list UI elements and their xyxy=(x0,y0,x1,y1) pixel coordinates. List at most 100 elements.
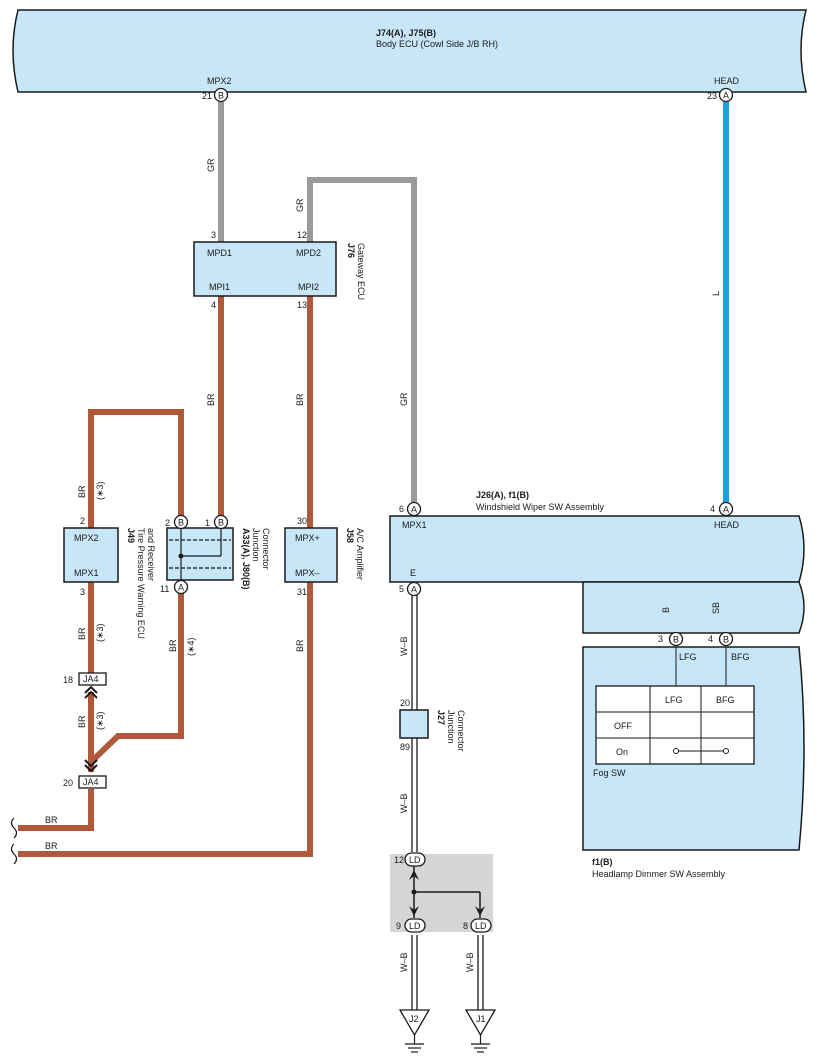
ja4-connector-top: JA4 xyxy=(78,672,107,686)
svg-text:A: A xyxy=(723,91,729,101)
dimmer-lbl-bfg: BFG xyxy=(731,652,750,662)
splice-num-9: 9 xyxy=(396,921,401,931)
ground-j1 xyxy=(464,1009,497,1053)
gateway-num-4: 4 xyxy=(211,300,216,310)
gateway-name: Gateway ECU xyxy=(356,243,366,300)
wire-note-3a: (∗3) xyxy=(95,481,105,500)
splice-arrow-down-2 xyxy=(475,906,485,916)
ja4-bottom-chevron-icon xyxy=(84,759,98,773)
tpms-num-2: 2 xyxy=(80,516,85,526)
wiper-pin-e: E xyxy=(410,568,416,578)
j27-num-20: 20 xyxy=(400,698,410,708)
wire-wb-group xyxy=(411,595,484,1010)
ac-num-31: 31 xyxy=(297,587,307,597)
wire-label-br-jc: BR xyxy=(168,639,178,652)
fog-sw-table xyxy=(595,685,755,765)
splice-arrow-up xyxy=(409,870,419,880)
gateway-num-13: 13 xyxy=(297,300,307,310)
dimmer-num-3: 3 xyxy=(658,634,663,644)
wire-br-out-1 xyxy=(18,789,94,831)
junction-a33-num-11: 11 xyxy=(160,584,169,594)
pin-circle-dimmer-3: B xyxy=(668,631,684,647)
j27-id: J27 xyxy=(436,710,446,725)
pin-circle-dimmer-4: B xyxy=(718,631,734,647)
body-ecu-num-21: 21 xyxy=(202,91,212,101)
svg-text:A: A xyxy=(411,505,417,515)
svg-text:B: B xyxy=(218,91,224,101)
wire-note-4: (∗4) xyxy=(186,637,196,656)
tpms-pin-mpx2: MPX2 xyxy=(74,533,99,543)
pin-circle-body-mpx2: B xyxy=(213,87,229,103)
wiper-sw-id: J26(A), f1(B) xyxy=(476,490,529,500)
dimmer-id: f1(B) xyxy=(592,857,613,867)
wire-note-3b: (∗3) xyxy=(95,623,105,642)
svg-text:JA4: JA4 xyxy=(83,777,99,787)
wire-label-br-out2: BR xyxy=(45,841,58,851)
junction-a33-name-1: Junction xyxy=(251,528,261,562)
wiper-pin-mpx1: MPX1 xyxy=(402,520,427,530)
gateway-pin-mpd1: MPD1 xyxy=(207,248,232,258)
splice-num-12: 12 xyxy=(394,855,404,865)
body-ecu-pin-mpx2: MPX2 xyxy=(207,76,232,86)
ac-pin-mpxp: MPX+ xyxy=(295,533,320,543)
fog-sw-row-on: On xyxy=(616,747,628,757)
svg-text:LD: LD xyxy=(409,855,421,865)
ja4-connector-bottom: JA4 xyxy=(78,775,107,789)
wire-label-br-tp-low: BR xyxy=(77,715,87,728)
ground-j2-label: J2 xyxy=(409,1014,419,1024)
tpms-name-1: Tire Pressure Warning ECU xyxy=(136,528,146,639)
pin-circle-wiper-mpx1: A xyxy=(406,501,422,517)
ld-connector-12: LD xyxy=(404,852,426,867)
ground-j1-label: J1 xyxy=(476,1014,486,1024)
wire-label-br-tp-mid: BR xyxy=(77,627,87,640)
j27-box xyxy=(399,709,429,739)
ac-num-30: 30 xyxy=(297,516,307,526)
junction-a33-id: A33(A), J80(B) xyxy=(241,528,251,590)
j27-num-89: 89 xyxy=(400,742,410,752)
wire-label-wb-j2: W–B xyxy=(399,952,409,972)
body-ecu-name: Body ECU (Cowl Side J/B RH) xyxy=(376,39,498,49)
body-ecu-num-23: 23 xyxy=(707,91,717,101)
wire-label-wb-top: W–B xyxy=(399,636,409,656)
svg-text:LD: LD xyxy=(409,921,421,931)
junction-a33-box xyxy=(166,527,234,581)
wire-break-1 xyxy=(10,817,18,839)
wiper-sw-sub-box xyxy=(582,581,805,634)
gateway-num-3: 3 xyxy=(211,230,216,240)
pin-circle-wiper-e: A xyxy=(406,581,422,597)
svg-text:A: A xyxy=(178,583,184,593)
wire-label-br-gw1: BR xyxy=(206,393,216,406)
wiper-num-5: 5 xyxy=(399,584,404,594)
wire-label-l: L xyxy=(711,291,721,296)
fog-sw-name: Fog SW xyxy=(593,768,626,778)
wire-label-gr-b: GR xyxy=(295,198,305,212)
ja4-top-num: 18 xyxy=(63,675,73,685)
dimmer-name: Headlamp Dimmer SW Assembly xyxy=(592,869,726,879)
svg-text:B: B xyxy=(673,635,679,645)
splice-junction-dot xyxy=(411,889,417,895)
wire-break-2 xyxy=(10,843,18,865)
wiper-sw-box xyxy=(389,515,805,583)
ld-connector-9: LD xyxy=(404,918,426,933)
tpms-num-3: 3 xyxy=(80,587,85,597)
ac-pin-mpxm: MPX– xyxy=(295,568,320,578)
junction-a33-num-2: 2 xyxy=(165,518,170,528)
gateway-pin-mpd2: MPD2 xyxy=(296,248,321,258)
tpms-id: J49 xyxy=(126,528,136,543)
gateway-num-12: 12 xyxy=(297,230,307,240)
pin-circle-junction-2: B xyxy=(173,514,189,530)
ac-amplifier-box xyxy=(284,527,338,583)
ground-j2 xyxy=(398,1009,431,1053)
gateway-id: J76 xyxy=(346,243,356,258)
svg-text:A: A xyxy=(723,505,729,515)
fog-sw-col-lfg: LFG xyxy=(665,695,683,705)
gateway-pin-mpi2: MPI2 xyxy=(298,282,319,292)
splice-arrow-down-1 xyxy=(409,906,419,916)
ja4-top-chevron-icon xyxy=(84,685,98,699)
wire-label-wb-j1: W–B xyxy=(465,952,475,972)
wiper-num-6: 6 xyxy=(399,504,404,514)
tpms-name-2: and Receiver xyxy=(146,528,156,581)
wire-br-tpms-loop xyxy=(88,409,184,528)
svg-text:A: A xyxy=(411,585,417,595)
